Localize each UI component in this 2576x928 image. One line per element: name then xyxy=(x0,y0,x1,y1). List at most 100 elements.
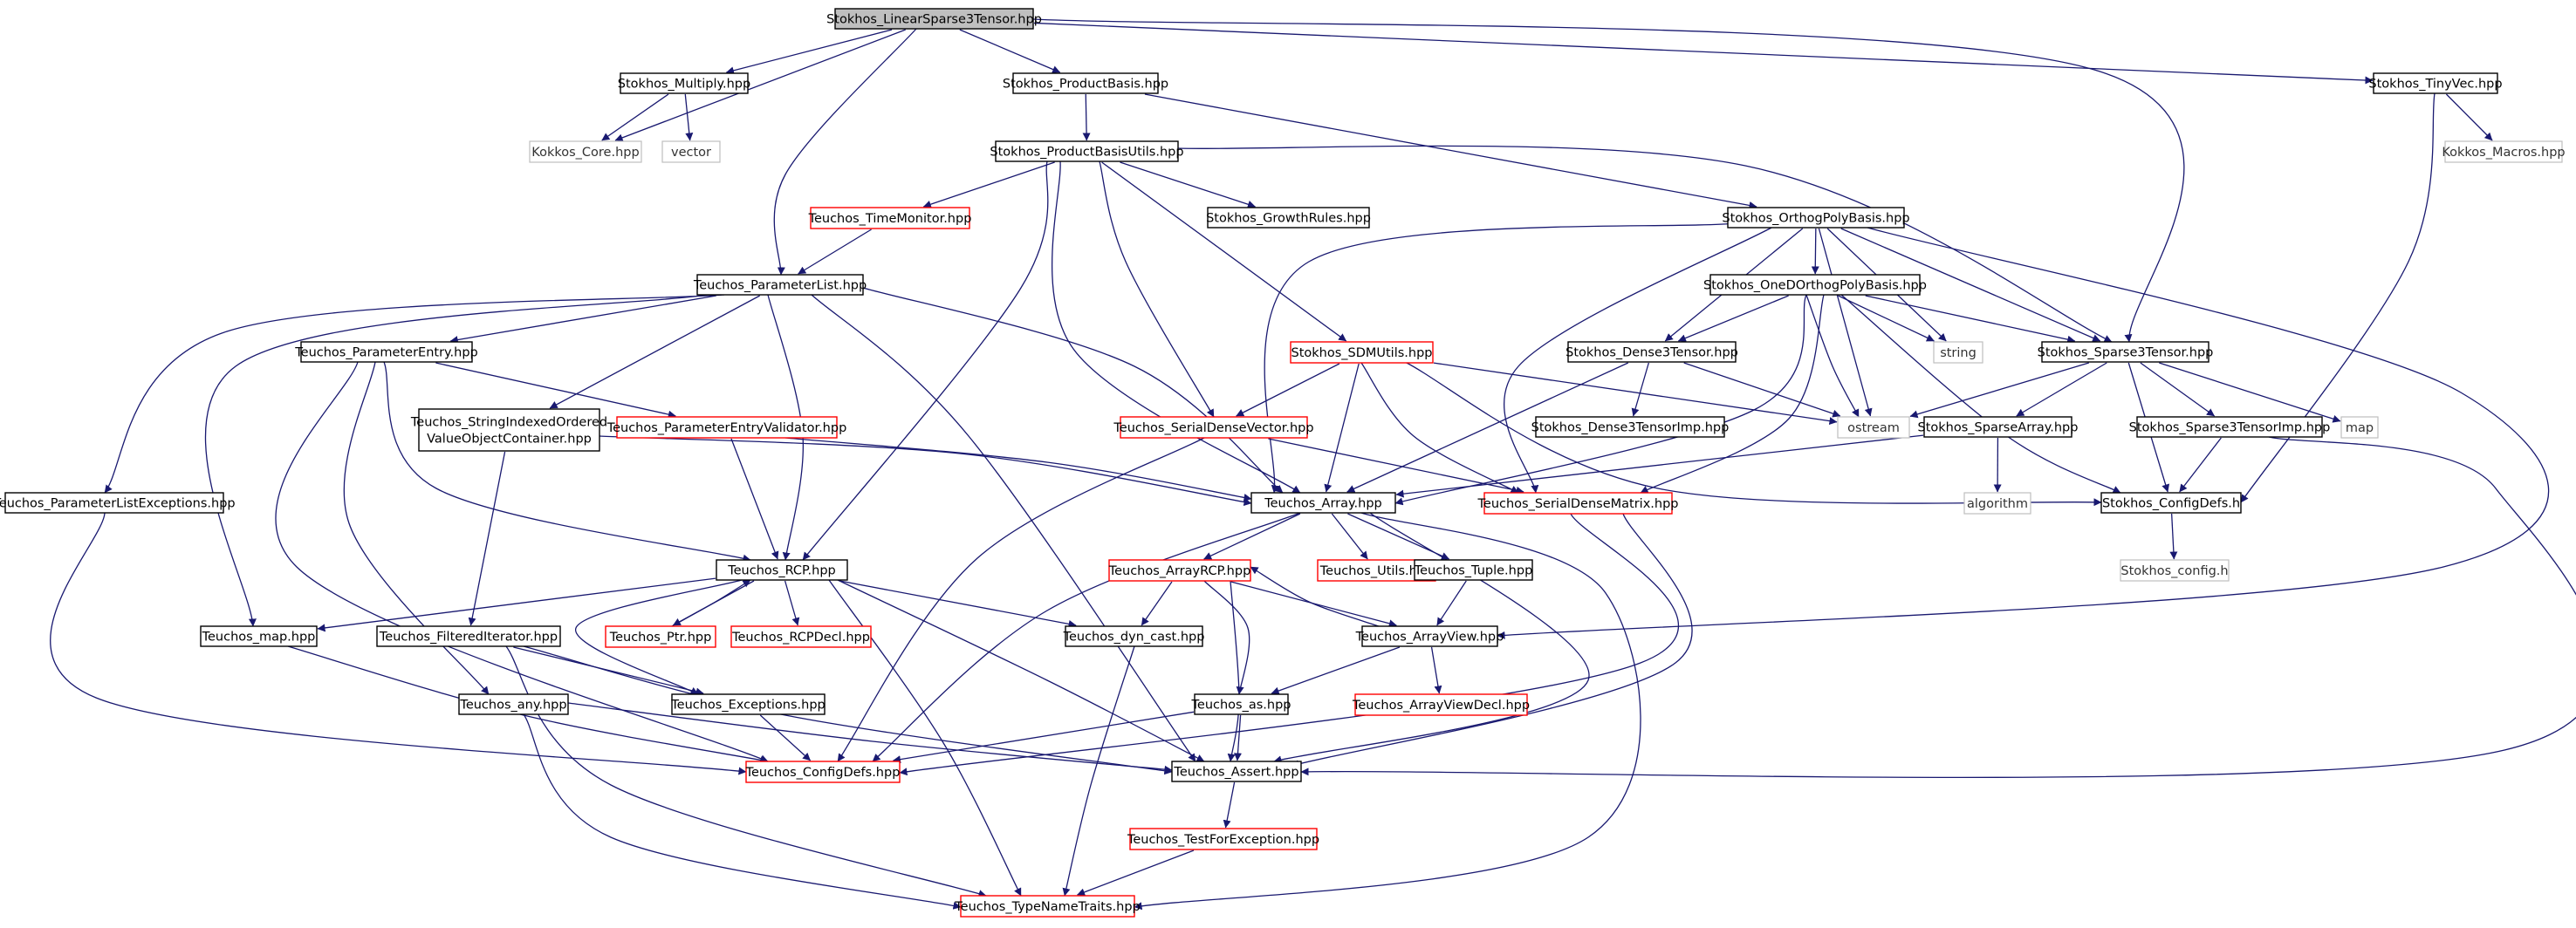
node-arrayview[interactable]: Teuchos_ArrayView.hpp xyxy=(1355,625,1504,647)
node-arrayrcp[interactable]: Teuchos_ArrayRCP.hpp xyxy=(1108,559,1251,582)
node-sparse3imp[interactable]: Stokhos_Sparse3TensorImp.hpp xyxy=(2129,416,2331,438)
node-label: Stokhos_Multiply.hpp xyxy=(618,78,750,92)
edge-orthopoly-to-arrayview xyxy=(1497,227,2550,639)
node-ptr[interactable]: Teuchos_Ptr.hpp xyxy=(605,625,716,648)
node-label: Teuchos_FilteredIterator.hpp xyxy=(379,631,558,645)
node-box xyxy=(2373,72,2498,94)
node-multiply[interactable]: Stokhos_Multiply.hpp xyxy=(618,72,750,94)
node-label: Kokkos_Core.hpp xyxy=(531,146,639,160)
node-box xyxy=(1535,416,1725,438)
node-assert[interactable]: Teuchos_Assert.hpp xyxy=(1171,761,1302,782)
node-prodbasis[interactable]: Stokhos_ProductBasis.hpp xyxy=(1003,72,1168,94)
node-label: Teuchos_RCP.hpp xyxy=(727,564,836,578)
node-exceptions[interactable]: Teuchos_Exceptions.hpp xyxy=(670,693,826,715)
edge-arrayview-to-avdecl xyxy=(1430,646,1442,694)
node-avdecl[interactable]: Teuchos_ArrayViewDecl.hpp xyxy=(1352,693,1530,716)
edge-sparsearray-to-array xyxy=(1395,434,1924,498)
node-box xyxy=(696,274,864,296)
node-box xyxy=(1933,341,1983,364)
node-label: Teuchos_ConfigDefs.hpp xyxy=(745,766,901,780)
node-sdmutils[interactable]: Stokhos_SDMUtils.hpp xyxy=(1290,341,1434,364)
node-label: Stokhos_config.h xyxy=(2120,564,2228,578)
node-box xyxy=(1129,828,1318,850)
node-box xyxy=(1963,492,2031,515)
edge-orthopoly-to-onedortho xyxy=(1811,228,1819,275)
node-box xyxy=(960,895,1135,918)
node-root[interactable]: Stokhos_LinearSparse3Tensor.hpp xyxy=(826,8,1042,30)
edge-onedortho-to-string xyxy=(1838,295,1935,342)
node-tuple[interactable]: Teuchos_Tuple.hpp xyxy=(1414,559,1533,581)
node-pbutils[interactable]: Stokhos_ProductBasisUtils.hpp xyxy=(990,140,1184,162)
node-typename[interactable]: Teuchos_TypeNameTraits.hpp xyxy=(954,895,1141,918)
edge-arrayrcp-to-assert xyxy=(1227,580,1240,762)
node-timemon[interactable]: Teuchos_TimeMonitor.hpp xyxy=(808,207,972,229)
node-label: Stokhos_ProductBasis.hpp xyxy=(1003,78,1168,92)
node-sdm[interactable]: Teuchos_SerialDenseMatrix.hpp xyxy=(1477,492,1679,515)
node-label: vector xyxy=(671,146,711,160)
edge-filtered-to-assert xyxy=(523,645,1173,775)
node-sparsearray[interactable]: Stokhos_SparseArray.hpp xyxy=(1918,416,2079,438)
node-label: Stokhos_ProductBasisUtils.hpp xyxy=(990,146,1183,160)
edge-as-to-tconfigdefs xyxy=(892,711,1195,764)
edge-sdmutils-to-ostream xyxy=(1433,362,1838,426)
node-box xyxy=(376,625,561,647)
node-box xyxy=(2100,492,2242,514)
node-sparse3[interactable]: Stokhos_Sparse3Tensor.hpp xyxy=(2038,341,2214,363)
edge-pbutils-to-array xyxy=(1052,160,1301,494)
node-label: Teuchos_RCPDecl.hpp xyxy=(731,631,870,645)
node-growth[interactable]: Stokhos_GrowthRules.hpp xyxy=(1206,207,1371,229)
edge-filtered-to-exceptions xyxy=(513,646,704,696)
node-dyncast[interactable]: Teuchos_dyn_cast.hpp xyxy=(1063,625,1205,647)
edge-orthopoly-to-sparse3 xyxy=(1840,228,2101,342)
node-as[interactable]: Teuchos_as.hpp xyxy=(1191,693,1291,715)
node-onedortho[interactable]: Stokhos_OneDOrthogPolyBasis.hpp xyxy=(1703,274,1927,296)
edge-root-to-tinyvec xyxy=(1033,22,2374,85)
node-label: Teuchos_TimeMonitor.hpp xyxy=(808,212,972,226)
node-paramentry[interactable]: Teuchos_ParameterEntry.hpp xyxy=(294,341,478,363)
node-box xyxy=(730,625,872,648)
edge-sdmutils-to-sdm xyxy=(1360,362,1519,494)
edge-strindexed-to-filtered xyxy=(468,451,506,626)
node-box xyxy=(1207,207,1370,229)
node-box xyxy=(1108,559,1251,582)
node-label: ostream xyxy=(1847,421,1900,435)
node-paramlist[interactable]: Teuchos_ParameterList.hpp xyxy=(693,274,867,296)
node-box xyxy=(300,341,473,363)
node-configdefsh[interactable]: Stokhos_ConfigDefs.h xyxy=(2100,492,2242,514)
edge-root-to-paramlist xyxy=(773,28,917,276)
edge-paramentry-to-any xyxy=(343,361,490,695)
edge-rcp-to-rcpdecl xyxy=(784,580,800,626)
node-any[interactable]: Teuchos_any.hpp xyxy=(458,693,569,715)
node-ostream: ostream xyxy=(1837,416,1910,439)
node-tinyvec[interactable]: Stokhos_TinyVec.hpp xyxy=(2368,72,2503,94)
node-tmap[interactable]: Teuchos_map.hpp xyxy=(200,625,318,647)
node-label: Teuchos_ParameterListExceptions.hpp xyxy=(0,497,236,511)
node-rcp[interactable]: Teuchos_RCP.hpp xyxy=(716,559,848,581)
edge-sparse3imp-to-configdefsh xyxy=(2179,437,2222,493)
node-orthopoly[interactable]: Stokhos_OrthogPolyBasis.hpp xyxy=(1722,207,1910,229)
node-rcpdecl[interactable]: Teuchos_RCPDecl.hpp xyxy=(730,625,872,648)
node-filtered[interactable]: Teuchos_FilteredIterator.hpp xyxy=(376,625,561,647)
node-label: Teuchos_Utils.hpp xyxy=(1319,564,1433,578)
node-box xyxy=(716,559,848,581)
edge-tinyvec-to-kmacros xyxy=(2445,93,2493,141)
edge-configdefsh-to-stconfig xyxy=(2169,513,2178,560)
node-label: Teuchos_ParameterEntry.hpp xyxy=(294,346,478,360)
node-label: Teuchos_StringIndexedOrdered xyxy=(410,416,607,430)
node-array[interactable]: Teuchos_Array.hpp xyxy=(1250,492,1396,514)
node-box xyxy=(1065,625,1203,647)
edge-testforexc-to-typename xyxy=(1077,850,1195,897)
node-sdv[interactable]: Teuchos_SerialDenseVector.hpp xyxy=(1113,416,1314,439)
edge-pbutils-to-sdv xyxy=(1099,160,1215,418)
edge-plexc-to-tconfigdefs xyxy=(50,512,747,775)
node-strindexed[interactable]: Teuchos_StringIndexedOrderedValueObjectC… xyxy=(410,408,607,452)
node-dense3[interactable]: Stokhos_Dense3Tensor.hpp xyxy=(1565,341,1738,363)
edge-paramlist-to-assert xyxy=(811,294,1196,762)
node-testforexc[interactable]: Teuchos_TestForException.hpp xyxy=(1127,828,1319,850)
node-dense3imp[interactable]: Stokhos_Dense3TensorImp.hpp xyxy=(1531,416,1730,438)
node-box xyxy=(745,761,901,783)
node-box xyxy=(1120,416,1308,439)
node-plexc[interactable]: Teuchos_ParameterListExceptions.hpp xyxy=(0,492,236,514)
node-pev[interactable]: Teuchos_ParameterEntryValidator.hpp xyxy=(606,416,847,439)
node-tconfigdefs[interactable]: Teuchos_ConfigDefs.hpp xyxy=(745,761,901,783)
